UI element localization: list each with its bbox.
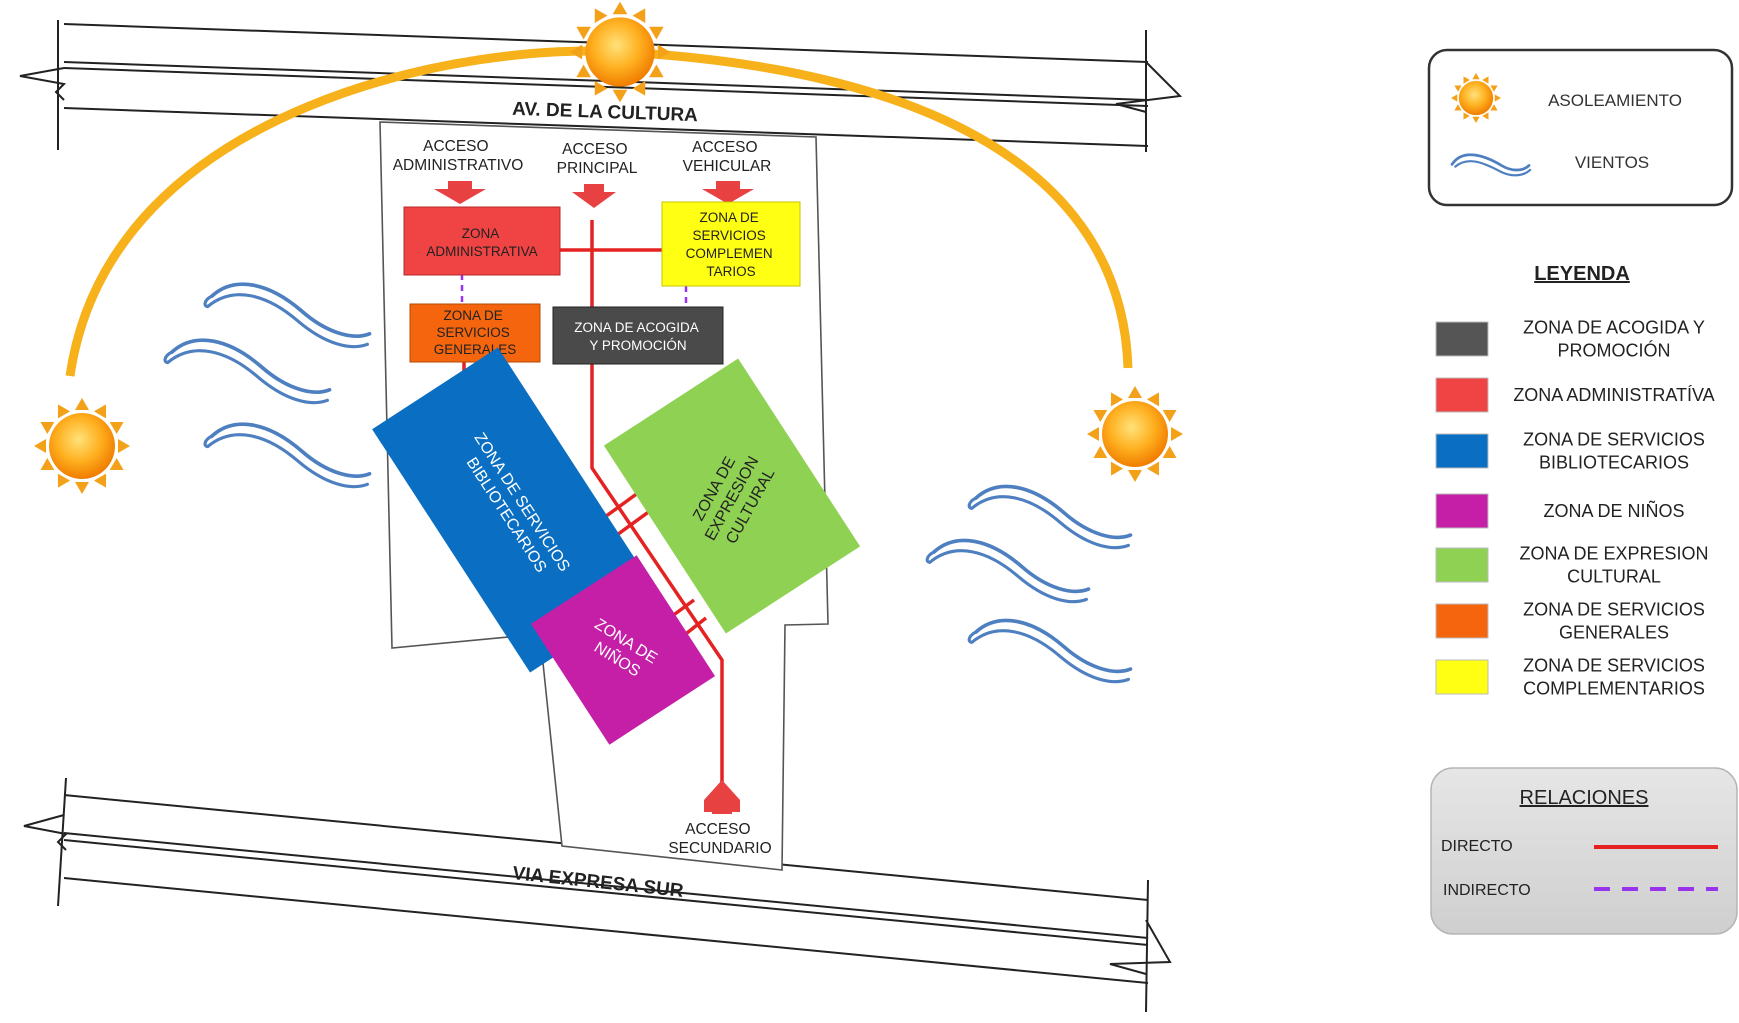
zone-expresion-cultural: ZONA DE EXPRESION CULTURAL (603, 358, 861, 634)
legend-swatch (1435, 603, 1489, 639)
legend-label: ZONA ADMINISTRATÍVA (1513, 385, 1714, 405)
zone-administrativa: ZONA ADMINISTRATIVA (403, 206, 561, 276)
svg-text:ZONA ADMINISTRATIVA: ZONA ADMINISTRATIVA (426, 226, 537, 259)
legend-swatch (1435, 493, 1489, 529)
wind-icon (1450, 153, 1532, 177)
svg-text:ZONA DE SERVICIOS: ZONA DE SERVICIOS COMPLEMEN TARIOS (686, 210, 777, 279)
indirect-relations (460, 274, 688, 306)
zone-servicios-complementarios: ZONA DE SERVICIOS COMPLEMEN TARIOS (661, 201, 801, 287)
access-arrow-icon (572, 184, 616, 208)
svg-text:ZONA DE ACOGIDA Y PROMOC: ZONA DE ACOGIDA Y PROMOCIÓN (574, 320, 702, 353)
legend-swatch (1435, 321, 1489, 357)
access-arrow-icon (702, 181, 754, 204)
access-vehicular-label: ACCESO VEHICULAR (683, 139, 772, 175)
access-arrow-icon (704, 780, 740, 814)
access-secundario-label: ACCESO SECUNDARIO (668, 821, 771, 857)
wind-icon (163, 282, 372, 489)
sun-icon (34, 398, 130, 494)
legend-item: ZONA DE NIÑOS (1435, 493, 1685, 529)
zone-ninos: ZONA DE NIÑOS (530, 555, 716, 745)
access-administrativo-label: ACCESO ADMINISTRATIVO (393, 138, 524, 174)
relations-direct-label: DIRECTO (1441, 838, 1513, 855)
svg-text:ZONA DE SERVICIOS: ZONA DE SERVICIOS GENERALES (434, 308, 517, 357)
legend-swatch (1435, 377, 1489, 413)
zone-servicios-generales: ZONA DE SERVICIOS GENERALES (409, 303, 541, 363)
climate-legend: ASOLEAMIENTO VIENTOS (1427, 48, 1734, 207)
relations-legend: RELACIONES DIRECTO INDIRECTO (1430, 767, 1738, 935)
relations-indirect-label: INDIRECTO (1443, 882, 1531, 899)
legend-sun-label: ASOLEAMIENTO (1548, 91, 1682, 110)
legend-label: ZONA DE NIÑOS (1543, 500, 1684, 521)
sun-icon (1087, 386, 1183, 482)
legend-item: ZONA ADMINISTRATÍVA (1435, 377, 1715, 413)
access-principal-label: ACCESO PRINCIPAL (557, 141, 638, 177)
legend-wind-label: VIENTOS (1575, 153, 1649, 172)
legend-title: LEYENDA (1534, 263, 1630, 285)
access-arrow-icon (434, 181, 486, 204)
wind-icon (925, 484, 1133, 684)
relations-title: RELACIONES (1520, 787, 1649, 809)
zone-acogida-promocion: ZONA DE ACOGIDA Y PROMOCIÓN (552, 306, 724, 365)
street-bottom-label: VIA EXPRESA SUR (511, 863, 684, 902)
legend-swatch (1435, 433, 1489, 469)
legend-swatch (1435, 659, 1489, 695)
legend-swatch (1435, 547, 1489, 583)
